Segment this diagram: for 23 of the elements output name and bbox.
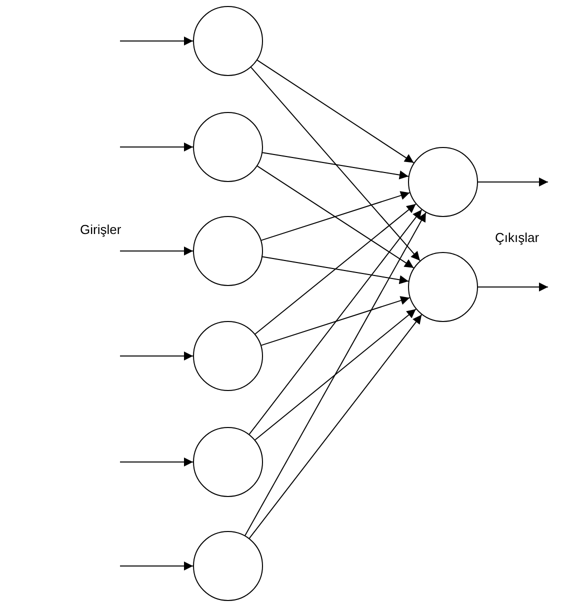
arrow (478, 282, 548, 292)
neuron-circle (408, 252, 478, 322)
arrow (120, 246, 194, 256)
arrow (262, 256, 409, 284)
arrow (256, 60, 414, 164)
layer-label: Girişler (80, 222, 122, 237)
arrow (478, 178, 548, 186)
arrow (248, 314, 422, 539)
arrow (260, 296, 410, 346)
arrow (120, 562, 194, 570)
arrow (260, 191, 410, 241)
arrow (262, 152, 409, 180)
arrow (248, 209, 422, 435)
arrow (256, 166, 414, 268)
arrow (244, 212, 426, 536)
arrow (254, 204, 416, 334)
arrow (254, 308, 416, 440)
arrow (250, 66, 420, 262)
arrow (120, 352, 194, 360)
arrow (120, 142, 194, 152)
arrow (120, 458, 194, 466)
arrow (120, 36, 194, 46)
layer-label: Çıkışlar (495, 230, 540, 245)
